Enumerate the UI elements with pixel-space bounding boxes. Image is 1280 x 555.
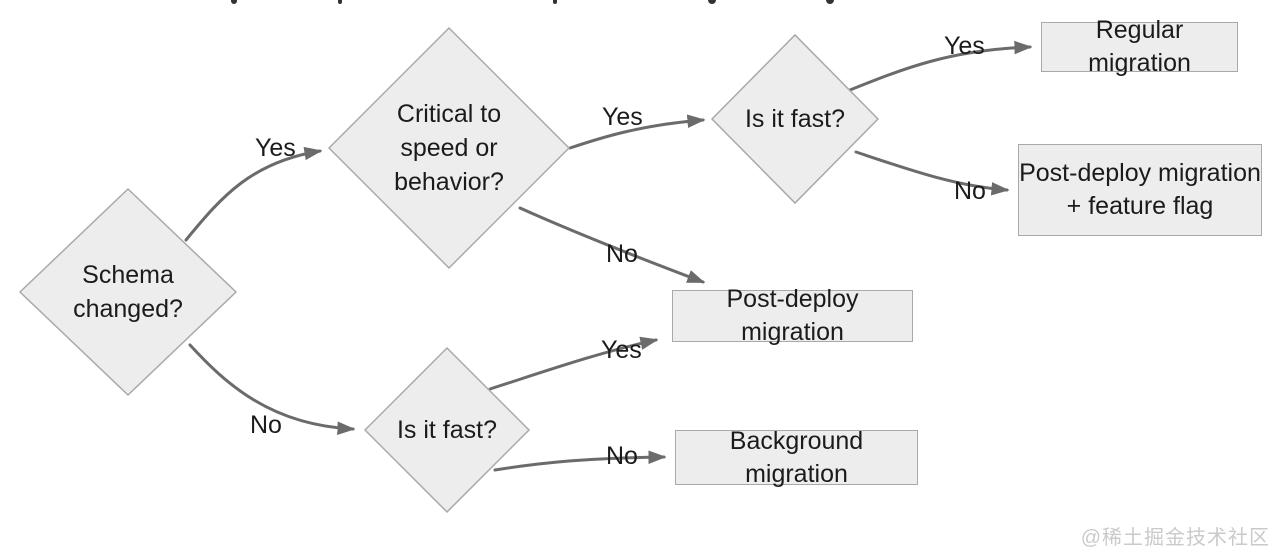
decision-shape-schema-changed <box>18 187 238 397</box>
cut-off-title-fragment <box>826 0 834 4</box>
outcome-node-postdeploy-migration: Post-deploy migration <box>672 285 913 346</box>
edge-fast-top-no <box>854 150 1010 196</box>
edge-label-schema-yes: Yes <box>255 134 296 162</box>
outcome-label-line: + feature flag <box>1066 192 1214 220</box>
decision-shape-fast-bottom <box>363 346 531 514</box>
edge-label-fast-bottom-no: No <box>606 442 638 470</box>
outcome-node-regular-migration: Regular migration <box>1041 16 1238 77</box>
edge-label-critical-no: No <box>606 240 638 268</box>
decision-shape-critical <box>327 26 571 270</box>
outcome-label-line: Post-deploy migration <box>726 285 859 346</box>
edge-label-critical-yes: Yes <box>602 103 643 131</box>
edge-critical-yes <box>568 114 706 150</box>
cut-off-title-fragment <box>708 0 716 4</box>
edge-schema-yes <box>184 146 323 242</box>
cut-off-title-fragment <box>338 0 342 4</box>
outcome-label-line: Post-deploy migration <box>1019 159 1261 187</box>
outcome-node-background-migration: Background migration <box>675 427 918 488</box>
decision-shape-fast-top <box>710 33 880 205</box>
edge-label-schema-no: No <box>250 411 282 439</box>
edge-label-fast-bottom-yes: Yes <box>601 336 642 364</box>
watermark-text: @稀土掘金技术社区 <box>1080 527 1270 549</box>
outcome-label-line: Background migration <box>729 426 864 488</box>
cut-off-title-fragment <box>231 0 237 4</box>
edge-fast-bottom-no <box>493 450 667 472</box>
outcome-node-postdeploy-feature-flag: Post-deploy migration + feature flag <box>1018 144 1262 236</box>
edge-label-fast-top-no: No <box>954 177 986 205</box>
edge-fast-bottom-yes <box>488 336 659 391</box>
edge-fast-top-yes <box>848 40 1033 92</box>
edge-label-fast-top-yes: Yes <box>944 32 985 60</box>
edge-critical-no <box>518 206 706 284</box>
outcome-label-line: Regular migration <box>1088 16 1191 77</box>
cut-off-title-fragment <box>553 0 557 4</box>
edge-schema-no <box>188 343 356 435</box>
